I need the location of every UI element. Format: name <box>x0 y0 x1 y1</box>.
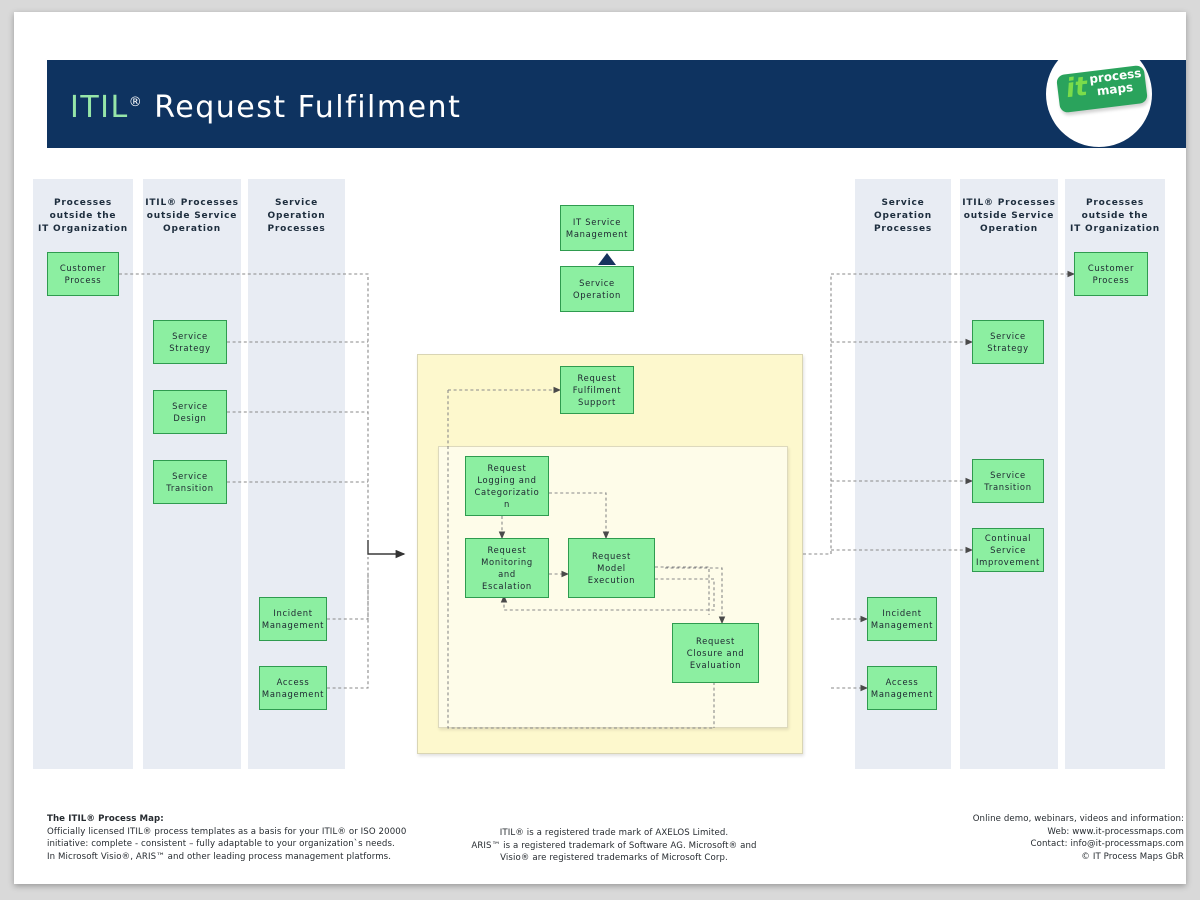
footer-left: The ITIL® Process Map: Officially licens… <box>47 813 447 863</box>
footer-center-line1: ITIL® is a registered trade mark of AXEL… <box>499 828 729 838</box>
footer-center-line2: ARIS™ is a registered trademark of Softw… <box>471 840 757 851</box>
up-triangle-icon <box>598 253 616 265</box>
footer-right-contact[interactable]: Contact: info@it-processmaps.com <box>1030 839 1184 849</box>
footer-right-web[interactable]: Web: www.it-processmaps.com <box>1047 826 1184 837</box>
footer-left-line3: In Microsoft Visio®, ARIS™ and other lea… <box>47 851 392 862</box>
connector-layer <box>119 270 1076 729</box>
footer-left-line2: initiative: complete - consistent – full… <box>47 839 395 849</box>
footer-right-copyright: © IT Process Maps GbR <box>1081 851 1184 862</box>
registered-mark: ® <box>128 95 144 110</box>
title-rest: Request Fulfilment <box>154 90 462 125</box>
footer-right-line1: Online demo, webinars, videos and inform… <box>972 814 1184 824</box>
right-output-wires <box>803 270 1076 692</box>
footer-center: ITIL® is a registered trade mark of AXEL… <box>434 827 794 865</box>
page-title: ITIL® Request Fulfilment <box>70 90 461 125</box>
title-brand: ITIL <box>70 90 129 125</box>
main-input-arrow <box>367 540 406 559</box>
internal-wires <box>447 386 726 729</box>
footer-center-line3: Visio® are registered trademarks of Micr… <box>500 853 728 863</box>
title-bar <box>47 60 1186 148</box>
footer-left-heading: The ITIL® Process Map: <box>47 814 164 824</box>
footer-left-line1: Officially licensed ITIL® process templa… <box>47 826 407 837</box>
left-input-wires <box>119 273 369 689</box>
footer-right: Online demo, webinars, videos and inform… <box>864 813 1184 863</box>
